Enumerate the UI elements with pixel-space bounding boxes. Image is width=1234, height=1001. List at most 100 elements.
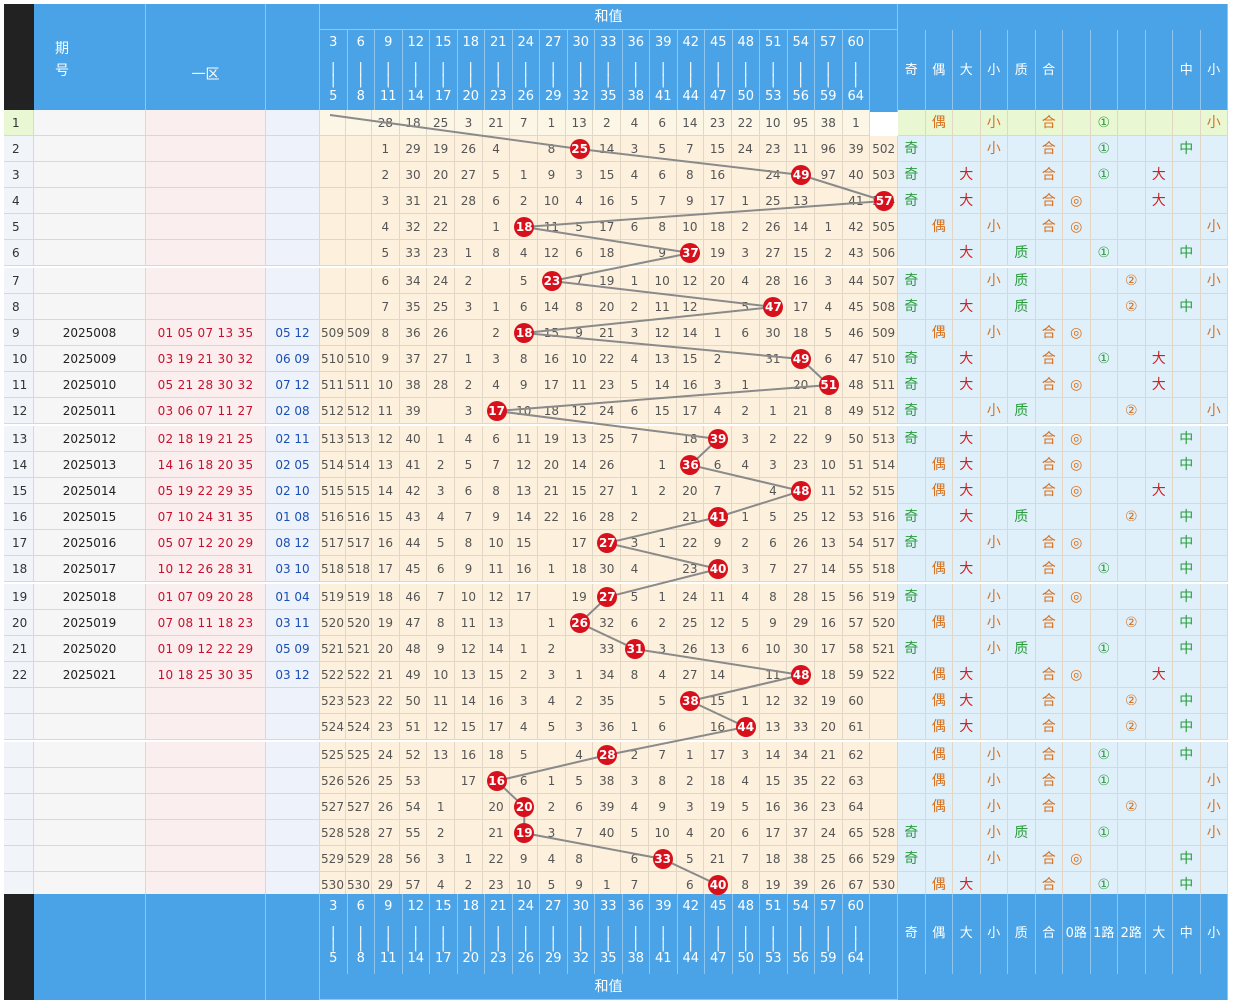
stat-cell — [980, 294, 1008, 320]
sum-cell: 17 — [759, 820, 788, 846]
sum-cell: 23 — [759, 136, 788, 162]
row-index: 16 — [4, 504, 34, 530]
red-numbers-cell: 01 05 07 13 35 — [146, 320, 266, 346]
stat-cell: 大 — [953, 452, 981, 478]
period-cell — [34, 742, 146, 768]
sum-cell: 4 — [538, 688, 566, 714]
sum-range-top: 15 — [434, 899, 452, 914]
sum-cell: 8 — [538, 136, 566, 162]
sum-cell: 2 — [510, 662, 539, 688]
sum-cell: 12 — [427, 714, 456, 740]
sum-range-top: 30 — [572, 899, 590, 914]
stat-cell: ① — [1090, 110, 1118, 136]
sum-cell: 3 — [621, 768, 649, 794]
sum-cell: 9 — [427, 636, 456, 662]
sum-range-top: 60 — [847, 35, 865, 50]
sum-cell: 2 — [731, 214, 760, 240]
row-index — [4, 794, 34, 820]
stat-cell: 合 — [1035, 846, 1063, 872]
sum-range-bottom: 53 — [764, 951, 782, 966]
sum-cell: 16 — [455, 742, 483, 768]
sum-range-top: 54 — [792, 899, 810, 914]
red-numbers-cell: 07 10 24 31 35 — [146, 504, 266, 530]
stat-cell — [1090, 452, 1118, 478]
row-index: 20 — [4, 610, 34, 636]
stat-cell: 小 — [1200, 110, 1228, 136]
blue-numbers-cell: 03 11 — [266, 610, 320, 636]
stat-cell: ◎ — [1063, 584, 1091, 610]
stat-cell: 合 — [1035, 320, 1063, 346]
sum-cell: 2 — [731, 398, 760, 424]
sum-ball-17: 17 — [486, 401, 507, 421]
footer-sum-range-col-39: 39||41 — [650, 894, 678, 974]
sum-cell: 512 — [320, 398, 346, 424]
stat-cell: 大 — [953, 188, 981, 214]
sum-cell: 521 — [320, 636, 346, 662]
sum-cell: 4 — [676, 820, 705, 846]
stat-cell: 中 — [1173, 294, 1201, 320]
stat-cell — [1200, 610, 1228, 636]
sum-cell: 37 — [399, 346, 428, 372]
sum-cell: 516 — [870, 504, 898, 530]
sum-range-dash: | — [331, 61, 336, 76]
sum-cell: 521 — [870, 636, 898, 662]
footer-stat-col-header: 1路 — [1090, 894, 1118, 974]
sum-range-dash: | — [441, 73, 446, 88]
stat-cell: 大 — [953, 478, 981, 504]
sum-cell: 27 — [455, 162, 483, 188]
stat-cell: 中 — [1173, 530, 1201, 556]
sum-cell: 18 — [787, 320, 815, 346]
stat-cell — [980, 688, 1008, 714]
sum-cell: 3 — [372, 188, 400, 214]
sum-cell: 3 — [621, 320, 649, 346]
sum-cell: 14 — [676, 320, 705, 346]
sum-range-dash: | — [853, 937, 858, 952]
sum-cell: 19 — [372, 610, 400, 636]
stat-cell: 小 — [980, 636, 1008, 662]
sum-range-top: 36 — [627, 35, 645, 50]
sum-cell: 22 — [482, 846, 511, 872]
stat-cell — [925, 584, 953, 610]
sum-cell: 6 — [565, 240, 594, 266]
stat-cell — [1035, 240, 1063, 266]
stat-cell — [1008, 688, 1036, 714]
sum-cell: 27 — [427, 346, 456, 372]
sum-cell: 10 — [676, 214, 705, 240]
stat-cell — [1200, 372, 1228, 398]
red-numbers-cell: 05 19 22 29 35 — [146, 478, 266, 504]
sum-cell: 17 — [814, 636, 843, 662]
sum-cell: 1 — [455, 240, 483, 266]
stat-cell — [925, 346, 953, 372]
stat-cell — [1145, 768, 1173, 794]
stat-cell: ◎ — [1063, 846, 1091, 872]
sum-range-dash: | — [468, 925, 473, 940]
sum-cell: 57 — [842, 610, 871, 636]
sum-cell: 7 — [510, 110, 539, 136]
stat-col-header — [1145, 30, 1173, 112]
stat-cell — [1200, 240, 1228, 266]
sum-cell: 14 — [538, 294, 566, 320]
stat-cell: 中 — [1173, 136, 1201, 162]
sum-cell: 28 — [455, 188, 483, 214]
red-numbers-cell — [146, 214, 266, 240]
sum-cell: 9 — [565, 320, 594, 346]
sum-cell — [320, 268, 346, 294]
sum-cell: 17 — [510, 584, 539, 610]
sum-cell: 526 — [346, 768, 372, 794]
sum-cell — [346, 240, 372, 266]
sum-cell: 26 — [787, 530, 815, 556]
period-cell — [34, 268, 146, 294]
blue-numbers-cell: 03 12 — [266, 662, 320, 688]
blue-numbers-cell — [266, 768, 320, 794]
sum-ball-48: 48 — [791, 481, 812, 501]
stat-cell — [980, 426, 1008, 452]
table-row: 2129192648214357152423119639502奇小合①中 — [0, 136, 1228, 162]
sum-cell: 519 — [346, 584, 372, 610]
stat-cell — [1118, 820, 1146, 846]
stat-cell — [925, 294, 953, 320]
sum-range-dash: | — [413, 73, 418, 88]
stat-cell: ② — [1118, 504, 1146, 530]
sum-cell: 17 — [538, 372, 566, 398]
sum-cell: 19 — [538, 426, 566, 452]
